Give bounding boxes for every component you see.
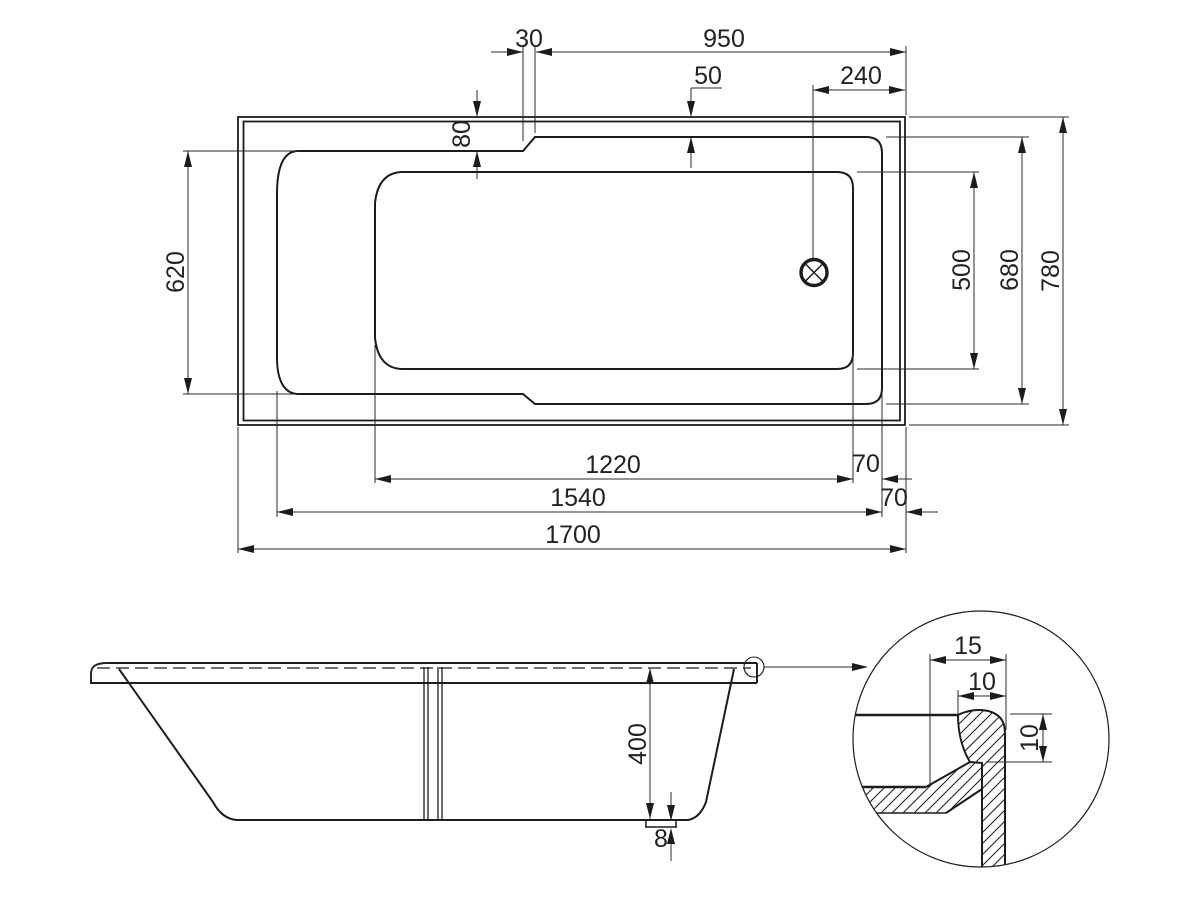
side-body-outline (118, 668, 735, 821)
tub-basin-outline (374, 171, 854, 370)
dim-10-side: 10 (1016, 724, 1044, 752)
extension-lines (183, 46, 1069, 553)
dim-15: 15 (954, 632, 982, 660)
detail-section (853, 708, 1006, 867)
dim-8: 8 (654, 825, 668, 853)
dim-680: 680 (996, 249, 1024, 291)
dim-80: 80 (448, 120, 476, 148)
dim-780: 780 (1037, 250, 1065, 292)
detail-view: 15 10 10 (852, 610, 1110, 868)
dim-70-a: 70 (852, 450, 880, 478)
detail-marker-circle (743, 656, 765, 678)
dim-620: 620 (162, 251, 190, 293)
section-hatching (853, 709, 1005, 867)
dim-1220: 1220 (585, 451, 641, 479)
detail-dimensions: 15 10 10 (929, 632, 1052, 787)
base-pad (645, 820, 677, 828)
dim-10-top: 10 (968, 668, 996, 696)
dim-240: 240 (840, 62, 882, 90)
drain-symbol (799, 257, 829, 288)
dim-70-b: 70 (880, 484, 908, 512)
side-dimensions: 400 8 (624, 663, 868, 861)
tub-outer-edge (237, 116, 906, 426)
dim-500: 500 (948, 249, 976, 291)
side-view: 400 8 (90, 656, 868, 861)
dim-400: 400 (624, 723, 652, 765)
tub-rim-outline (276, 136, 883, 405)
dim-950: 950 (703, 25, 745, 53)
dim-50: 50 (694, 62, 722, 90)
plan-dimensions: 30 950 50 240 80 620 500 680 780 1220 70… (162, 25, 1069, 553)
dim-1540: 1540 (550, 484, 606, 512)
dim-1700: 1700 (545, 521, 601, 549)
overflow-column-lines (423, 667, 443, 820)
plan-view: 30 950 50 240 80 620 500 680 780 1220 70… (162, 25, 1069, 553)
dim-step-30: 30 (515, 25, 543, 53)
